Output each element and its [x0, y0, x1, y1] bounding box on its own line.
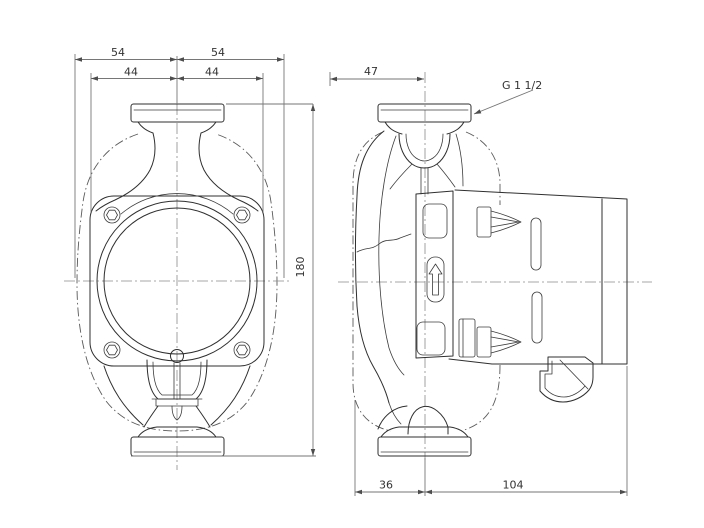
- clamp-screw-lower: [476, 326, 522, 358]
- terminal-cutout-lower: [416, 321, 446, 356]
- vent-plug: [170, 349, 184, 363]
- dim-label-top-outer-right: 54: [211, 46, 225, 59]
- dim-arrowhead: [177, 57, 184, 62]
- throat-flare-right: [436, 163, 456, 188]
- top-port-flange-side: [377, 103, 472, 123]
- cooling-slot-upper: [530, 217, 542, 271]
- cooling-slot-lower: [531, 291, 543, 344]
- plate-top-arc: [120, 193, 234, 215]
- control-face-outer-ring: [96, 200, 258, 362]
- dim-arrowhead: [620, 489, 627, 495]
- top-neck-right: [198, 121, 259, 212]
- inlet-stem: [420, 167, 429, 195]
- inlet-cup-inner: [405, 133, 444, 162]
- bottom-port-flange: [130, 436, 225, 457]
- hex-screw-top-left: [103, 206, 121, 224]
- volute-profile-inner: [378, 135, 405, 376]
- dim-label-height: 180: [294, 257, 307, 278]
- dim-arrowhead: [417, 76, 424, 82]
- dim-label-top-inner-left: 44: [124, 66, 138, 79]
- bottom-neck-right: [195, 405, 211, 428]
- throat-flare-left: [389, 163, 413, 190]
- flow-arrow-icon: [428, 263, 443, 296]
- dim-arrowhead: [256, 76, 263, 81]
- leader-line-thread: [473, 89, 534, 115]
- dimension-annotations: 54 54 44 44 47 G 1 1/2 180 36 104: [74, 46, 628, 496]
- dim-arrowhead: [310, 449, 316, 456]
- volute-profile-outer: [355, 130, 390, 404]
- support-foot: [377, 402, 472, 457]
- dim-label-bottom-left: 36: [379, 479, 393, 492]
- pump-yoke: [146, 359, 208, 421]
- casting-seam: [356, 233, 412, 253]
- clamp-housing-lower: [458, 318, 476, 358]
- volute-arm-left: [103, 365, 144, 426]
- neck-adapter-right: [455, 133, 464, 187]
- dim-arrowhead: [170, 76, 177, 81]
- hex-screw-top-right: [233, 206, 251, 224]
- dim-label-side-top: 47: [364, 65, 378, 78]
- clamp-screw-upper: [476, 206, 522, 238]
- dim-arrowhead: [330, 76, 337, 82]
- thread-size-label: G 1 1/2: [502, 79, 542, 92]
- dim-arrowhead: [177, 76, 184, 81]
- body-phantom-outline-side: [352, 131, 501, 432]
- side-view: [338, 72, 652, 460]
- bottom-collar: [137, 426, 217, 438]
- top-collar-side: [384, 121, 465, 135]
- dim-arrowhead: [355, 489, 362, 495]
- top-neck-left: [95, 121, 156, 212]
- motor-body: [448, 189, 628, 365]
- dim-arrowhead: [418, 489, 425, 495]
- leader-arrowhead: [474, 109, 482, 114]
- dim-arrowhead: [310, 104, 316, 111]
- top-port-flange: [130, 103, 225, 123]
- hex-screw-bottom-left: [103, 341, 121, 359]
- cable-clip: [539, 356, 594, 403]
- arrow-slot: [426, 256, 445, 303]
- dim-label-top-outer-left: 54: [111, 46, 125, 59]
- control-face-inner-ring: [103, 207, 251, 355]
- dim-label-top-inner-right: 44: [205, 66, 219, 79]
- dim-label-bottom-right: 104: [503, 479, 524, 492]
- body-phantom-outline: [76, 133, 278, 432]
- volute-arm-right: [210, 365, 251, 426]
- inlet-cup-outer: [398, 133, 451, 169]
- front-view: [64, 103, 290, 470]
- terminal-cutout-upper: [422, 203, 448, 239]
- dim-arrowhead: [91, 76, 98, 81]
- bottom-port-flange-side: [377, 436, 472, 457]
- dim-arrowhead: [425, 489, 432, 495]
- dim-arrowhead: [75, 57, 82, 62]
- hex-screw-bottom-right: [233, 341, 251, 359]
- dim-arrowhead: [277, 57, 284, 62]
- control-head-panel: [415, 190, 454, 359]
- motor-flange-plate: [89, 195, 265, 367]
- dim-arrowhead: [170, 57, 177, 62]
- bottom-neck-left: [143, 405, 159, 428]
